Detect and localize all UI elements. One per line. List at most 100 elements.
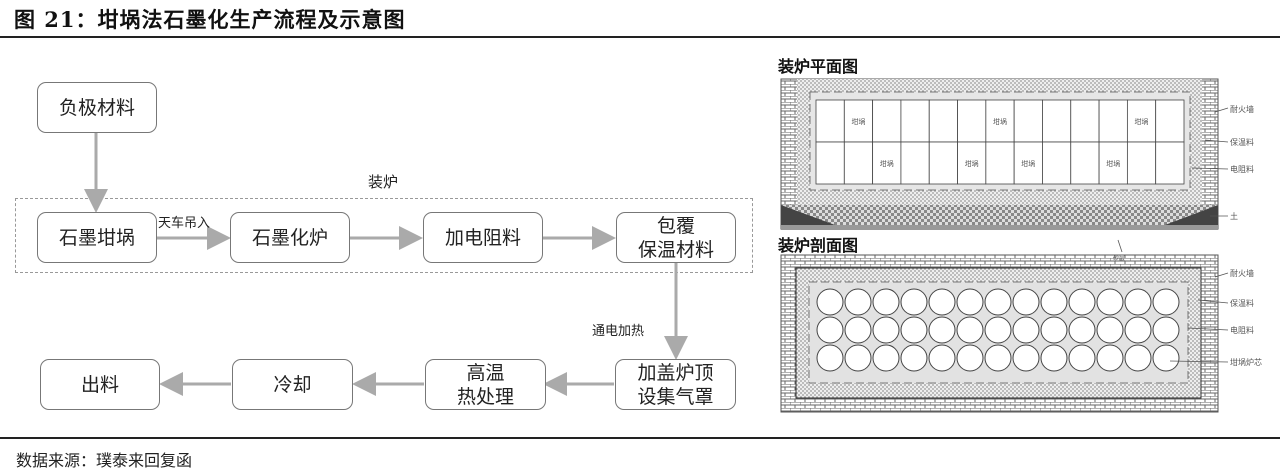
plan-crucible-cell	[928, 99, 958, 143]
step-label: 石墨坩埚	[58, 226, 135, 249]
section-crucible-circle	[1124, 288, 1152, 316]
plan-crucible-cell	[900, 141, 930, 185]
section-crucible-circle	[956, 288, 984, 316]
plan-view-title: 装炉平面图	[778, 57, 859, 76]
step-label-line1: 加盖炉顶	[637, 361, 714, 384]
plan-label-resistor: 电阻料	[1230, 165, 1254, 174]
plan-crucible-cell	[843, 141, 874, 185]
step-graphite-crucible: 石墨坩埚	[37, 212, 157, 263]
section-crucible-circle	[1152, 288, 1180, 316]
plan-crucible-cell	[1070, 141, 1100, 185]
section-crucible-circle	[984, 344, 1012, 372]
plan-crucible-cell	[1013, 141, 1043, 185]
section-crucible-circle	[1068, 344, 1096, 372]
plan-base	[781, 225, 1218, 230]
plan-crucible-cell	[1126, 99, 1157, 143]
section-crucible-circle	[984, 288, 1012, 316]
plan-crucible-label: 坩埚	[851, 117, 865, 126]
section-crucible-circle	[1012, 288, 1040, 316]
step-discharge: 出料	[40, 359, 160, 410]
step-label: 冷却	[273, 373, 312, 396]
section-crucible-circle	[1096, 288, 1124, 316]
plan-view: 坩埚坩埚坩埚坩埚坩埚坩埚坩埚	[780, 78, 1229, 253]
plan-crucible-cell	[1155, 141, 1185, 185]
plan-soil-left	[781, 205, 835, 225]
section-crucible-circle	[1068, 316, 1096, 344]
step-label: 加电阻料	[444, 226, 521, 249]
section-crucible-circle	[900, 288, 928, 316]
edge-label-crane-in: 天车吊入	[158, 216, 211, 231]
section-crucible-circle	[872, 316, 900, 344]
step-cover-insulation: 包覆 保温材料	[616, 212, 736, 263]
section-crucible-circle	[1012, 344, 1040, 372]
plan-crucible-cell	[1042, 141, 1072, 185]
plan-label-soil: 土	[1230, 212, 1238, 221]
plan-crucible-label: 坩埚	[1021, 159, 1035, 168]
section-crucible-circle	[928, 316, 956, 344]
step-label-line2: 热处理	[456, 385, 514, 408]
plan-crucible-cell	[928, 141, 958, 185]
section-crucible-circle	[1152, 344, 1180, 372]
section-crucible-circle	[844, 316, 872, 344]
flow-arrows	[84, 132, 688, 396]
plan-crucible-cell	[900, 99, 930, 143]
plan-crucible-cell	[1126, 141, 1157, 185]
section-crucible-circle	[956, 316, 984, 344]
step-label: 出料	[80, 373, 119, 396]
plan-soil-right	[1165, 205, 1218, 225]
step-graphitization-furnace: 石墨化炉	[230, 212, 350, 263]
section-crucible-circle	[872, 288, 900, 316]
section-crucible-circle	[844, 344, 872, 372]
top-rule	[0, 36, 1280, 38]
section-label-resistor: 电阻料	[1230, 326, 1254, 335]
step-label: 负极材料	[58, 96, 135, 119]
section-crucible-circle	[816, 344, 844, 372]
plan-crucible-cell	[872, 141, 902, 185]
step-heat-treatment: 高温 热处理	[425, 359, 546, 410]
step-label-line2: 保温材料	[637, 238, 714, 261]
plan-crucible-cell	[985, 141, 1015, 185]
section-view-title: 装炉剖面图	[778, 236, 859, 255]
plan-crucible-label: 坩埚	[965, 159, 979, 168]
section-crucible-circle	[1012, 316, 1040, 344]
plan-crucible-label: 坩埚	[1135, 117, 1149, 126]
section-crucible-circle	[900, 344, 928, 372]
step-label: 石墨化炉	[251, 226, 328, 249]
section-crucible-circle	[816, 288, 844, 316]
section-crucible-circle	[1096, 316, 1124, 344]
bottom-rule	[0, 437, 1280, 439]
section-crucible-circle	[1096, 344, 1124, 372]
plan-crucible-cell	[1155, 99, 1185, 143]
section-crucible-circle	[900, 316, 928, 344]
section-label-core: 坩埚炉芯	[1230, 358, 1262, 367]
plan-crucible-grid: 坩埚坩埚坩埚坩埚坩埚坩埚坩埚	[815, 99, 1185, 185]
section-label-insulation: 保温料	[1230, 299, 1254, 308]
step-label-line1: 高温	[466, 361, 505, 384]
step-label-line1: 包覆	[656, 214, 695, 237]
section-label-refractory: 耐火墙	[1230, 269, 1254, 278]
section-crucible-circle	[1040, 288, 1068, 316]
section-crucible-circle	[1040, 344, 1068, 372]
section-crucible-circle	[1124, 316, 1152, 344]
plan-crucible-cell	[957, 141, 987, 185]
section-crucible-circle	[1124, 344, 1152, 372]
section-crucible-circle	[956, 344, 984, 372]
section-crucible-circle	[816, 316, 844, 344]
section-crucible-circle	[984, 316, 1012, 344]
plan-label-insulation: 保温料	[1230, 138, 1254, 147]
plan-label-refractory: 耐火墙	[1230, 105, 1254, 114]
plan-crucible-label: 坩埚	[1106, 159, 1120, 168]
plan-crucible-cell	[1070, 99, 1100, 143]
plan-crucible-cell	[1042, 99, 1072, 143]
plan-crucible-label: 坩埚	[880, 159, 894, 168]
step-add-resistor: 加电阻料	[423, 212, 543, 263]
plan-crucible-cell	[1013, 99, 1043, 143]
plan-crucible-cell	[1098, 99, 1128, 143]
plan-sand-bed	[781, 205, 1218, 225]
furnace-loading-group	[15, 198, 753, 273]
step-cover-top: 加盖炉顶 设集气罩	[615, 359, 736, 410]
plan-crucible-cell	[872, 99, 902, 143]
plan-label-sand: 砂层	[1113, 255, 1126, 262]
edge-label-power-heating: 通电加热	[592, 324, 645, 339]
